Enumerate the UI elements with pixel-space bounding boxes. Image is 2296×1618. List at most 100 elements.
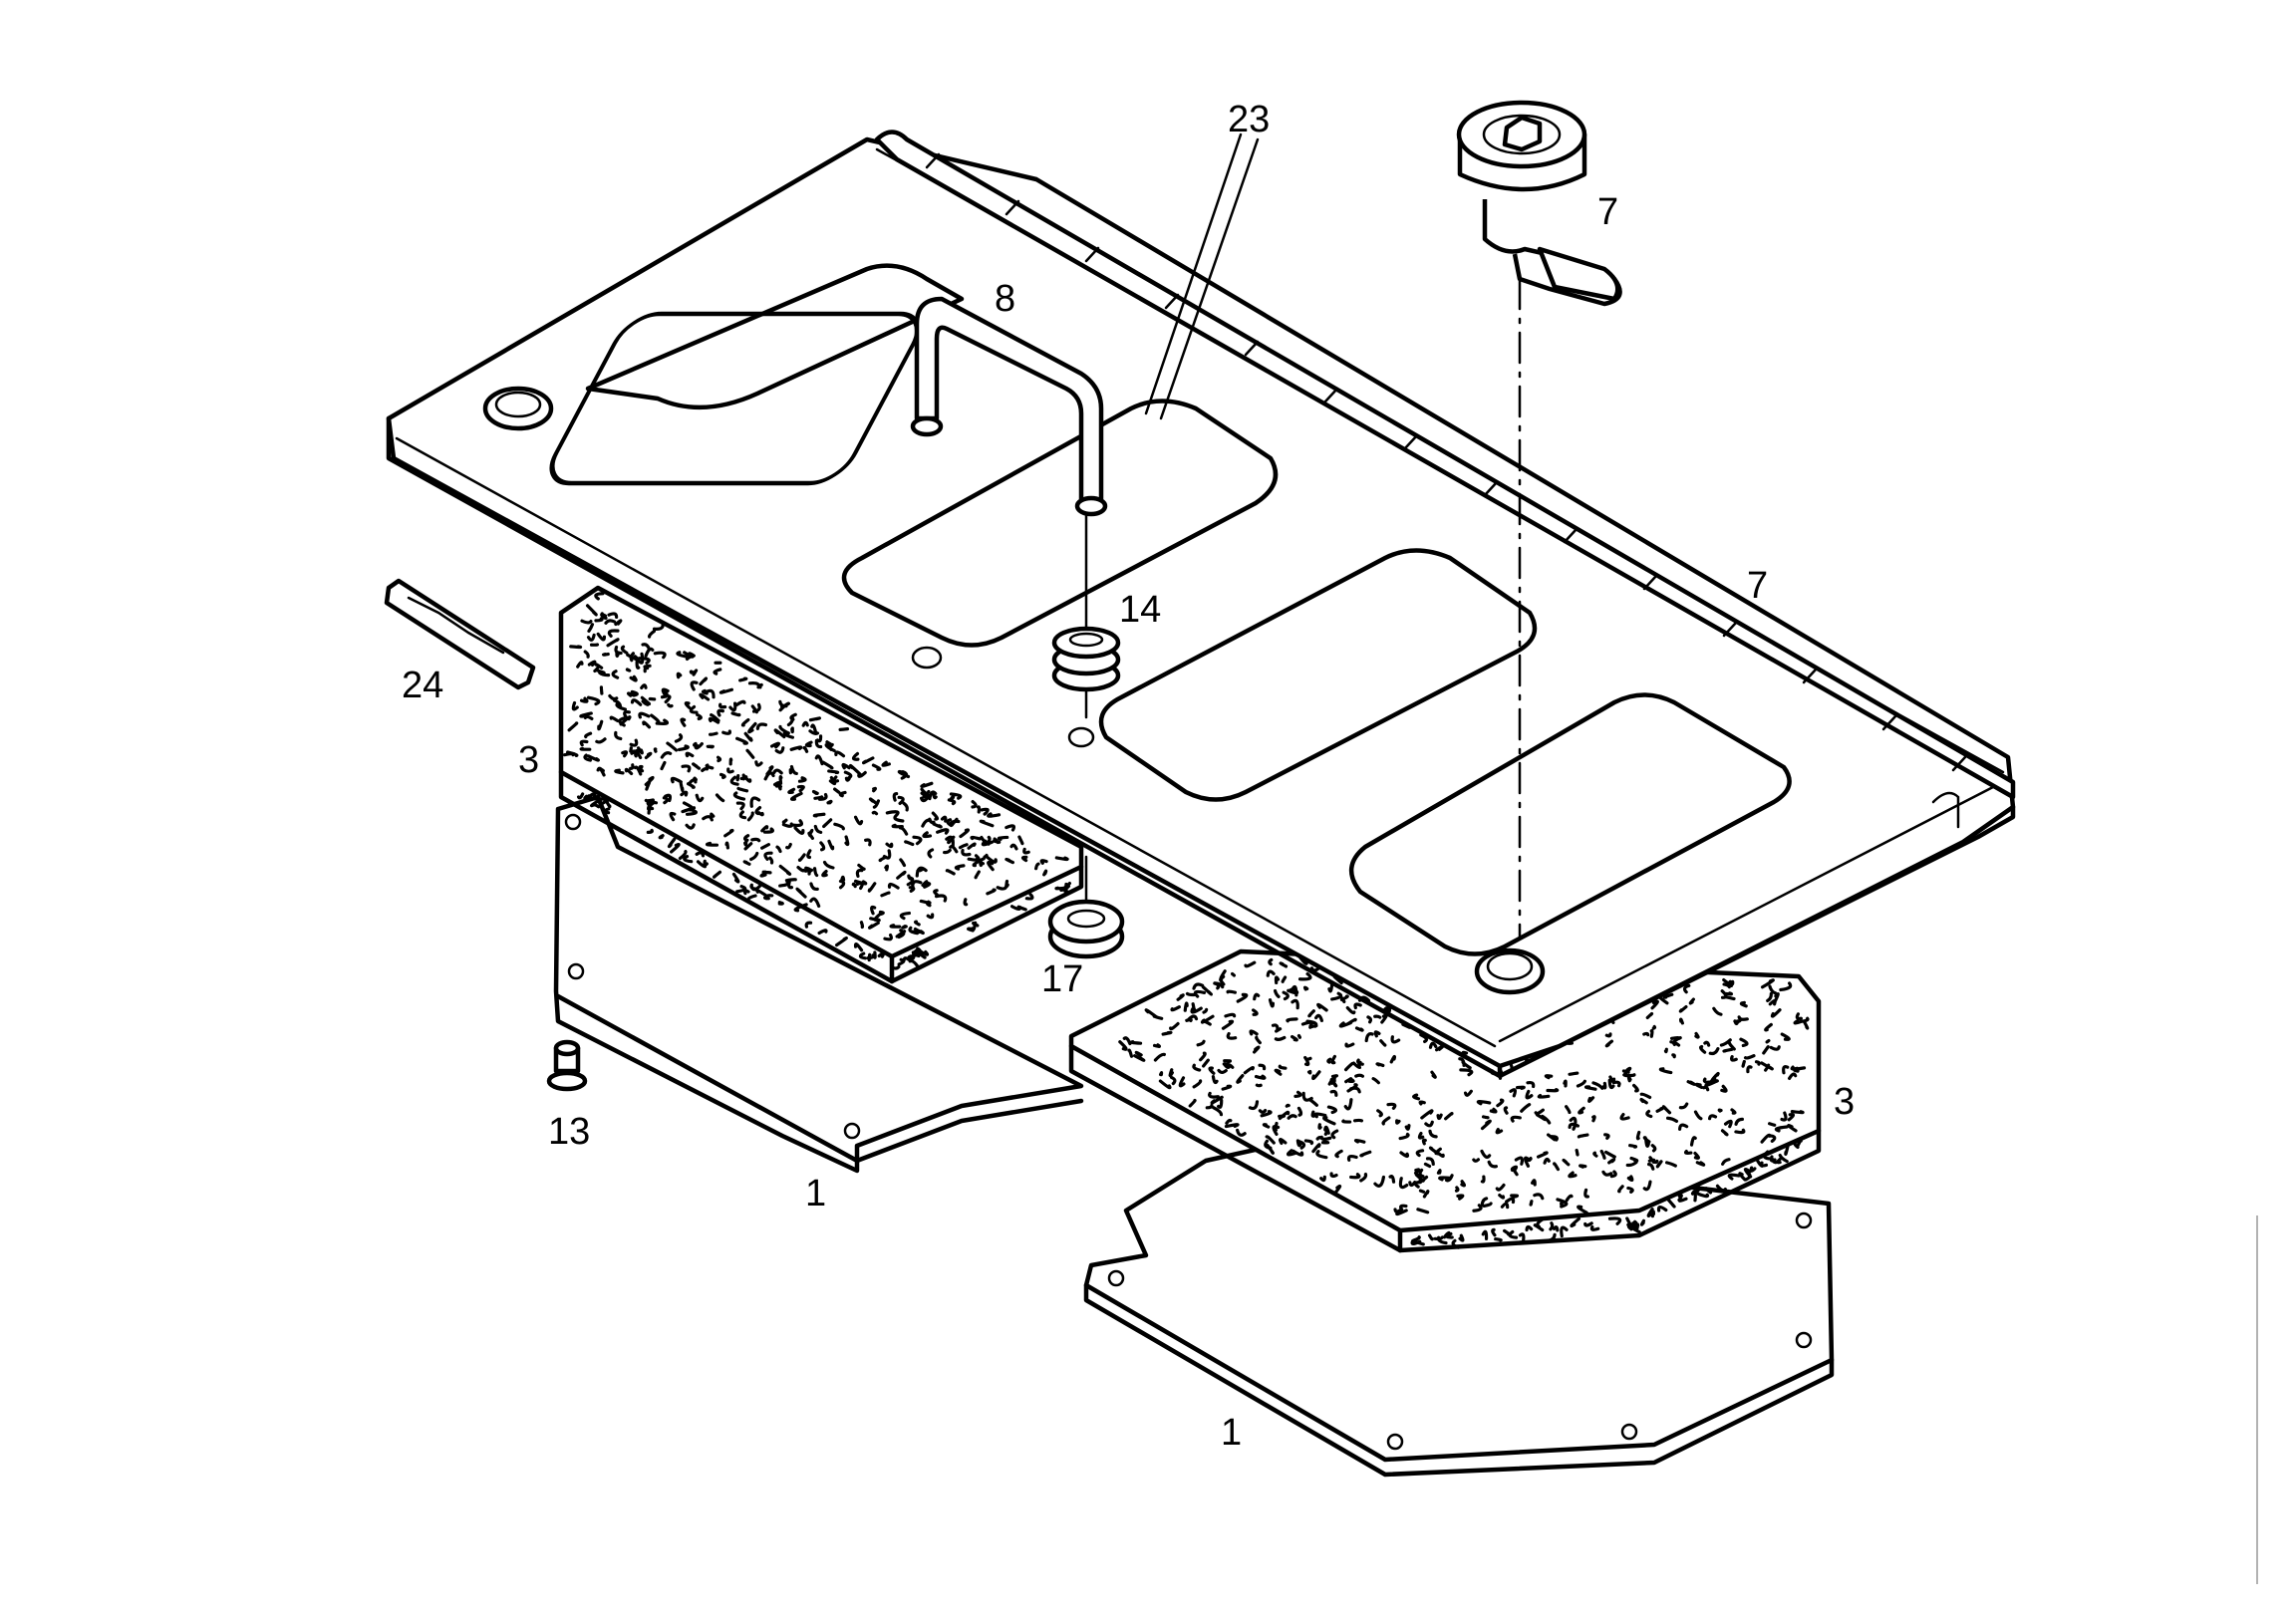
foam-texture-mark <box>1553 1162 1561 1172</box>
foam-texture-mark <box>683 651 693 659</box>
foam-texture-mark <box>757 682 763 689</box>
foam-texture-mark <box>857 770 867 778</box>
foam-texture-mark <box>1422 1190 1430 1199</box>
foam-texture-mark <box>902 801 909 812</box>
foam-texture-mark <box>732 791 746 801</box>
foam-texture-mark <box>640 695 652 706</box>
foam-texture-mark <box>793 903 808 913</box>
foam-texture-mark <box>786 716 794 727</box>
foam-texture-mark <box>718 702 727 709</box>
callout-17: 17 <box>1041 958 1083 1000</box>
foam-texture-mark <box>1723 1119 1733 1129</box>
foam-texture-mark <box>804 740 813 748</box>
foam-texture-mark <box>814 754 824 766</box>
foam-texture-mark <box>885 842 894 849</box>
hinge <box>874 130 2016 800</box>
foam-texture-mark <box>715 793 725 803</box>
foam-texture-mark <box>585 604 598 617</box>
foam-texture-mark <box>1495 1183 1506 1192</box>
foam-texture-mark <box>1236 1128 1247 1137</box>
foam-texture-mark <box>593 664 601 674</box>
foam-texture-mark <box>1221 1019 1235 1030</box>
foam-texture-mark <box>1608 1075 1616 1084</box>
foam-texture-mark <box>1421 1138 1427 1146</box>
foam-texture-mark <box>913 927 925 936</box>
foam-texture-mark <box>851 882 857 889</box>
foam-texture-mark <box>1737 1015 1749 1021</box>
foam-texture-mark <box>1720 1084 1728 1093</box>
foam-texture-mark <box>1399 1204 1408 1211</box>
foam-texture-mark <box>1650 999 1659 1010</box>
foam-texture-mark <box>1425 1157 1435 1167</box>
foam-texture-mark <box>1520 1103 1532 1113</box>
foam-texture-mark <box>1529 1200 1534 1207</box>
foam-texture-mark <box>1482 1202 1493 1209</box>
foam-texture-mark <box>1741 1059 1746 1068</box>
foam-texture-mark <box>726 767 734 774</box>
foam-texture-mark <box>1420 1109 1434 1120</box>
foam-texture-mark <box>1722 982 1731 989</box>
foam-texture-mark <box>813 795 824 800</box>
foam-texture-mark <box>920 791 926 797</box>
foam-texture-mark <box>1427 1233 1435 1241</box>
foam-texture-mark <box>1323 1125 1330 1135</box>
foam-texture-mark <box>580 619 593 625</box>
foam-texture-mark <box>902 956 911 962</box>
foam-texture-mark <box>579 696 589 703</box>
foam-texture-mark <box>774 746 785 754</box>
foam-texture-mark <box>1642 1180 1652 1192</box>
foam-texture-mark <box>699 692 711 701</box>
foam-texture-mark <box>897 769 911 779</box>
foam-texture-mark <box>1278 1138 1288 1146</box>
foam-texture-mark <box>908 886 916 893</box>
foam-texture-mark <box>1285 1103 1291 1108</box>
foam-texture-mark <box>890 964 901 970</box>
foam-texture-mark <box>1265 1135 1276 1145</box>
foam-texture-mark <box>1616 1185 1624 1194</box>
foam-texture-mark <box>670 842 681 854</box>
foam-texture-mark <box>710 812 716 818</box>
foam-texture-mark <box>695 851 706 858</box>
foam-texture-mark <box>1760 1061 1774 1071</box>
foam-texture-mark <box>586 633 596 642</box>
foam-texture-mark <box>789 791 803 801</box>
foam-texture-mark <box>1693 1151 1700 1160</box>
foam-texture-mark <box>705 763 715 770</box>
foam-texture-mark <box>967 842 977 850</box>
foam-texture-mark <box>734 699 746 707</box>
foam-texture-mark <box>670 776 683 784</box>
foam-texture-mark <box>804 921 813 929</box>
foam-texture-mark <box>1578 1106 1585 1115</box>
foam-texture-mark <box>813 824 823 835</box>
foam-texture-mark <box>1694 1031 1700 1039</box>
foam-texture-mark <box>787 787 796 795</box>
foam-texture-mark <box>1208 1066 1216 1075</box>
foam-texture-mark <box>1678 1102 1689 1110</box>
foam-texture-mark <box>626 653 640 662</box>
foam-texture-mark <box>1803 1020 1810 1030</box>
foam-texture-mark <box>763 851 773 861</box>
foam-texture-mark <box>653 747 658 753</box>
foam-texture-mark <box>1260 1109 1273 1118</box>
foam-texture-mark <box>637 657 651 665</box>
foam-texture-mark <box>579 711 593 718</box>
foam-texture-mark <box>1619 1112 1630 1121</box>
foam-texture-mark <box>689 704 699 714</box>
foam-texture-mark <box>1278 1064 1288 1070</box>
foam-texture-mark <box>1129 1040 1143 1045</box>
foam-texture-mark <box>1308 1023 1318 1029</box>
foam-texture-mark <box>613 698 623 708</box>
foam-texture-mark <box>808 716 822 722</box>
foam-texture-mark <box>788 768 793 775</box>
foam-texture-mark <box>789 745 803 751</box>
foam-texture-mark <box>706 744 715 749</box>
callout-23: 23 <box>1228 99 1270 140</box>
foam-texture-mark <box>1481 1229 1489 1240</box>
foam-texture-mark <box>864 838 872 847</box>
foam-texture-mark <box>1770 1157 1778 1165</box>
foam-texture-mark <box>1762 1045 1770 1055</box>
foam-texture-mark <box>1768 1122 1777 1127</box>
foam-texture-mark <box>655 718 670 726</box>
foam-texture-mark <box>1202 1007 1209 1014</box>
foam-texture-mark <box>699 676 709 686</box>
